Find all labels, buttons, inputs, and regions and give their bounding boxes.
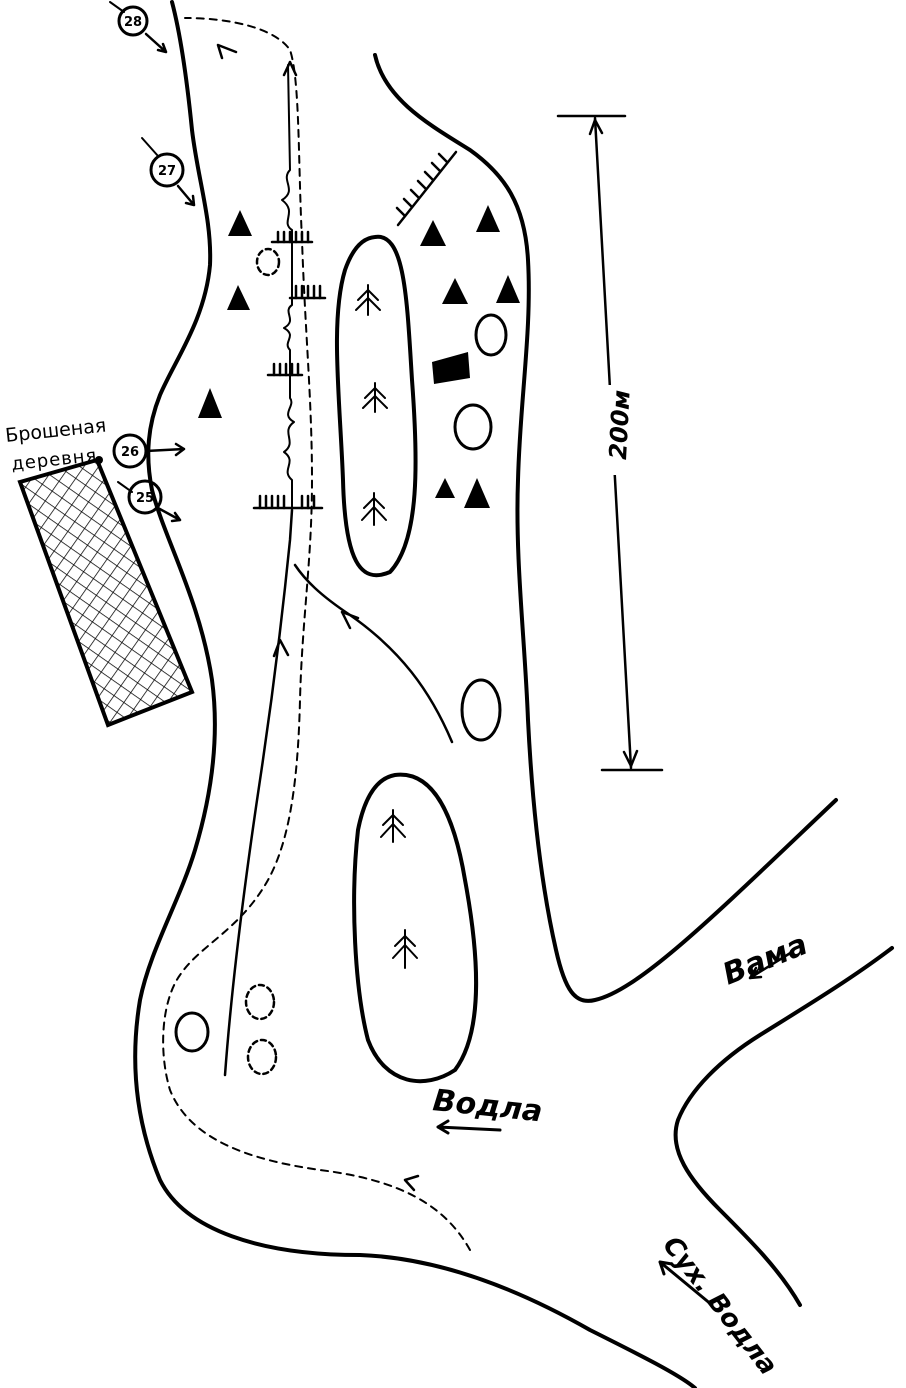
direction-arrows	[216, 43, 420, 1192]
abandoned-village	[17, 456, 195, 728]
waypoints: 28 27 26 25	[109, 1, 196, 523]
waypoint-28: 28	[109, 1, 168, 54]
svg-text:Брошеная: Брошеная	[4, 415, 107, 447]
route-side-channel	[293, 563, 454, 744]
scale-bar: 200м	[556, 114, 664, 772]
direction-arrow-icon	[272, 638, 290, 658]
waypoint-25: 25	[117, 479, 182, 523]
tent-icon	[464, 478, 490, 508]
tent-icon	[435, 478, 455, 498]
route-rapids-section	[281, 64, 295, 511]
river-label-vama: Вама	[718, 927, 813, 992]
rapid-icon	[270, 230, 314, 244]
island-upper	[334, 234, 418, 578]
riverbanks	[133, 0, 894, 1388]
tent-icon	[198, 388, 222, 418]
village-label: Брошеная деревня	[4, 415, 107, 475]
stone-icon	[474, 313, 508, 357]
tent-icon	[228, 210, 252, 236]
direction-arrow-icon	[340, 610, 360, 630]
spruce-icon	[380, 809, 406, 843]
svg-text:Вама: Вама	[718, 927, 813, 992]
spruce-icon	[361, 492, 387, 526]
left-bank	[133, 0, 697, 1388]
island-lower	[352, 772, 479, 1084]
scale-label: 200м	[604, 389, 636, 460]
spruce-icon	[392, 929, 418, 969]
river-label-vodla: Водла	[431, 1083, 544, 1135]
stone-icon	[453, 403, 493, 451]
rapid-icon	[266, 362, 304, 377]
tent-icon	[496, 275, 520, 303]
tent-icon	[442, 278, 468, 304]
svg-text:26: 26	[121, 445, 139, 460]
tent-icon	[227, 285, 250, 310]
stones	[174, 313, 508, 1053]
direction-arrow-icon	[282, 60, 298, 77]
waypoint-27: 27	[141, 137, 196, 207]
islands	[334, 234, 479, 1084]
svg-text:27: 27	[158, 164, 176, 179]
rapids	[252, 150, 458, 510]
scale-arrow-top	[588, 118, 604, 136]
direction-arrow-icon	[216, 43, 238, 60]
rapid-icon	[288, 284, 327, 300]
dashed-stones	[244, 247, 281, 1076]
route-main-upstream	[223, 508, 294, 1077]
stone-icon	[460, 678, 502, 742]
svg-text:25: 25	[136, 491, 154, 506]
route-dashed	[162, 17, 471, 1251]
rapid-icon	[395, 150, 458, 227]
spruce-icon	[355, 284, 381, 316]
tent-icon	[476, 205, 500, 232]
spruce-trees	[355, 284, 418, 969]
rock-block-icon	[432, 352, 470, 384]
dashed-stone-icon	[246, 1038, 278, 1076]
spruce-icon	[362, 382, 388, 413]
stone-icon	[174, 1011, 210, 1053]
tent-icon	[420, 220, 446, 246]
tents	[198, 205, 520, 508]
svg-text:28: 28	[124, 15, 142, 30]
direction-arrow-icon	[403, 1174, 420, 1192]
route-solid	[223, 64, 454, 1077]
vama-lower-bank	[673, 946, 894, 1307]
dashed-stone-icon	[255, 247, 281, 277]
right-bank	[373, 53, 838, 1003]
waypoint-26: 26	[112, 433, 186, 469]
hatched-area-icon	[17, 457, 195, 728]
rapid-icon	[252, 494, 324, 510]
dashed-stone-icon	[244, 983, 276, 1021]
scale-arrow-bottom	[622, 749, 639, 768]
village-marker-dot	[95, 456, 103, 464]
